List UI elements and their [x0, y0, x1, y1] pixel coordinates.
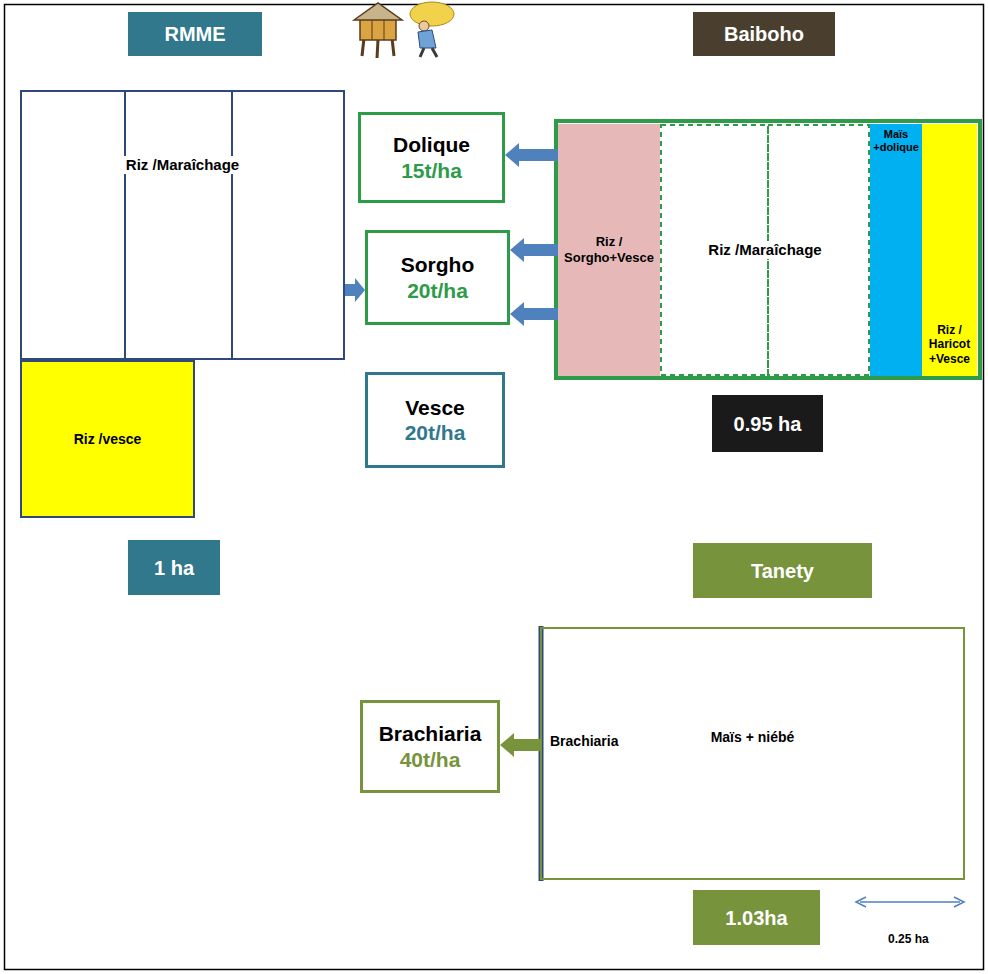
node-text: 0.95 ha	[734, 412, 802, 436]
node-text: Tanety	[751, 559, 814, 583]
plot-strip: Riz / Haricot +Vesce	[922, 124, 977, 376]
node-text: 1.03ha	[725, 906, 787, 930]
node-text: Brachiaria	[550, 733, 618, 750]
field-box: Brachiaria Maïs + niébé	[540, 627, 965, 880]
forage-box: Brachiaria40t/ha	[360, 700, 500, 793]
node-text: Riz /Maraîchage	[124, 156, 241, 174]
dimension-label: 0.25 ha	[888, 932, 929, 946]
plot-outline	[923, 125, 976, 375]
flow-arrow	[505, 143, 558, 167]
plot-strip: Maïs +dolique	[870, 124, 922, 376]
field-divider	[231, 91, 233, 359]
node-text: Riz / Haricot +Vesce	[925, 323, 974, 366]
dimension-line	[860, 901, 960, 903]
field-border	[556, 121, 980, 378]
flow-arrow	[510, 302, 558, 326]
area-box: 0.95 ha	[712, 395, 823, 452]
forage-box: Sorgho20t/ha	[365, 230, 510, 325]
node-text: 20t/ha	[405, 420, 466, 445]
page-border	[5, 5, 984, 970]
node-text: Maïs +dolique	[873, 128, 919, 154]
forage-box: Vesce20t/ha	[365, 372, 505, 468]
node-text: 15t/ha	[401, 158, 462, 183]
area-box: 1.03ha	[693, 890, 820, 945]
node-text: 40t/ha	[400, 747, 461, 772]
field-box: Riz /Maraîchage	[20, 90, 345, 360]
dimension-head	[954, 897, 964, 907]
node-text: Riz /Maraîchage	[706, 241, 823, 259]
granary-icon	[354, 3, 402, 58]
node-text: Dolique	[393, 132, 470, 157]
plot-strip: Riz / Sorgho+Vesce	[558, 124, 660, 376]
section-header: RMME	[128, 12, 262, 56]
farmer-icon	[410, 2, 454, 57]
plot-strip: Riz /Maraîchage	[660, 124, 870, 376]
node-text: Riz / Sorgho+Vesce	[561, 234, 657, 265]
node-text: Brachiaria	[379, 721, 482, 746]
node-text: Baiboho	[724, 22, 804, 46]
flow-arrow	[500, 733, 540, 757]
node-text: Sorgho	[401, 252, 475, 277]
node-text: Vesce	[405, 395, 465, 420]
field-divider	[124, 91, 126, 359]
field-box: Riz /vesce	[20, 360, 195, 518]
node-text: Riz /vesce	[74, 431, 142, 448]
section-header: Tanety	[693, 543, 872, 598]
node-text: 20t/ha	[407, 278, 468, 303]
flow-arrow	[510, 238, 558, 262]
section-header: Baiboho	[693, 12, 835, 56]
node-text: 1 ha	[154, 556, 194, 580]
forage-box: Dolique15t/ha	[358, 112, 505, 203]
node-text: RMME	[164, 22, 225, 46]
area-box: 1 ha	[128, 540, 220, 595]
node-text: Maïs + niébé	[711, 729, 795, 746]
flow-arrow	[345, 278, 365, 302]
dimension-head	[856, 897, 866, 907]
